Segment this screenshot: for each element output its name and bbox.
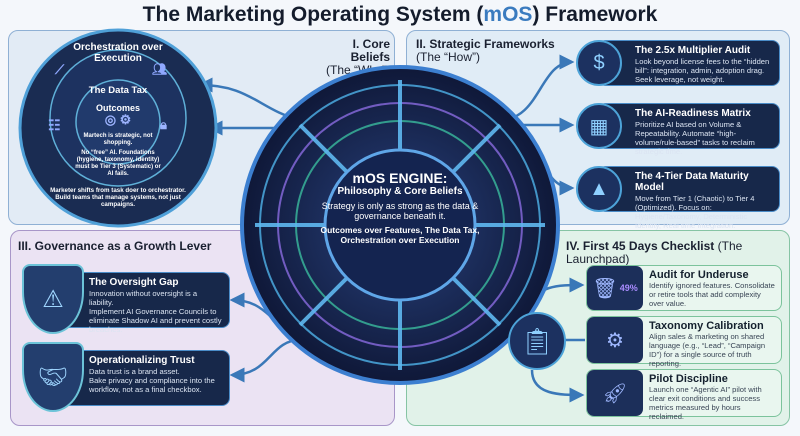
target-gear-icons: ◎ ⚙ bbox=[104, 112, 132, 127]
governance-heading: III. Governance as a Growth Lever bbox=[18, 239, 212, 253]
inner-ring-label: Outcomes bbox=[95, 103, 140, 113]
clipboard-checklist-icon: 📋︎ bbox=[508, 312, 566, 370]
launchpad-heading: IV. First 45 Days Checklist (The Launchp… bbox=[566, 239, 743, 266]
server-warning-icon: ☷ bbox=[48, 117, 61, 133]
lock-icon: 🔒︎ bbox=[160, 117, 167, 132]
rocket-stopwatch-icon: 🚀︎ bbox=[587, 370, 643, 416]
title-text-end: ) Framework bbox=[532, 3, 658, 26]
title-text: The Marketing Operating System ( bbox=[142, 3, 484, 26]
engine-subtitle: Philosophy & Core Beliefs bbox=[337, 186, 463, 197]
middle-ring-text: No “free” AI. Foundations (hygiene, taxo… bbox=[75, 150, 161, 177]
outer-ring-text: Marketer shifts from task doer to orches… bbox=[50, 187, 186, 208]
inner-ring-text: Martech is strategic, not shopping. bbox=[83, 133, 153, 146]
page-title: The Marketing Operating System (mOS) Fra… bbox=[0, 3, 800, 27]
outer-ring-label: Orchestration over Execution bbox=[73, 42, 163, 64]
engine-center: mOS ENGINE: Philosophy & Core Beliefs St… bbox=[318, 170, 482, 245]
shield-warning-icon: ⚠ bbox=[22, 264, 84, 334]
coins-magnifier-icon: $ bbox=[576, 40, 622, 86]
engine-bold-text: Outcomes over Features, The Data Tax, Or… bbox=[320, 225, 480, 245]
strategic-heading: II. Strategic Frameworks(The “How”) bbox=[416, 37, 555, 64]
team-icon: 👥︎ bbox=[152, 62, 168, 76]
baton-icon: ⟋ bbox=[55, 62, 65, 77]
pyramid-icon: ▲ bbox=[576, 166, 622, 212]
matrix-icon: ▦ bbox=[576, 103, 622, 149]
engine-text: Strategy is only as strong as the data &… bbox=[321, 201, 479, 221]
engine-title: mOS ENGINE: bbox=[352, 170, 448, 186]
middle-ring-label: The Data Tax bbox=[88, 85, 148, 96]
trash-icon: 🗑︎49% bbox=[587, 266, 643, 310]
gears-dictionary-icon: ⚙ bbox=[587, 317, 643, 363]
title-accent: mOS bbox=[483, 3, 533, 26]
shield-handshake-icon: 🤝︎ bbox=[22, 342, 84, 412]
